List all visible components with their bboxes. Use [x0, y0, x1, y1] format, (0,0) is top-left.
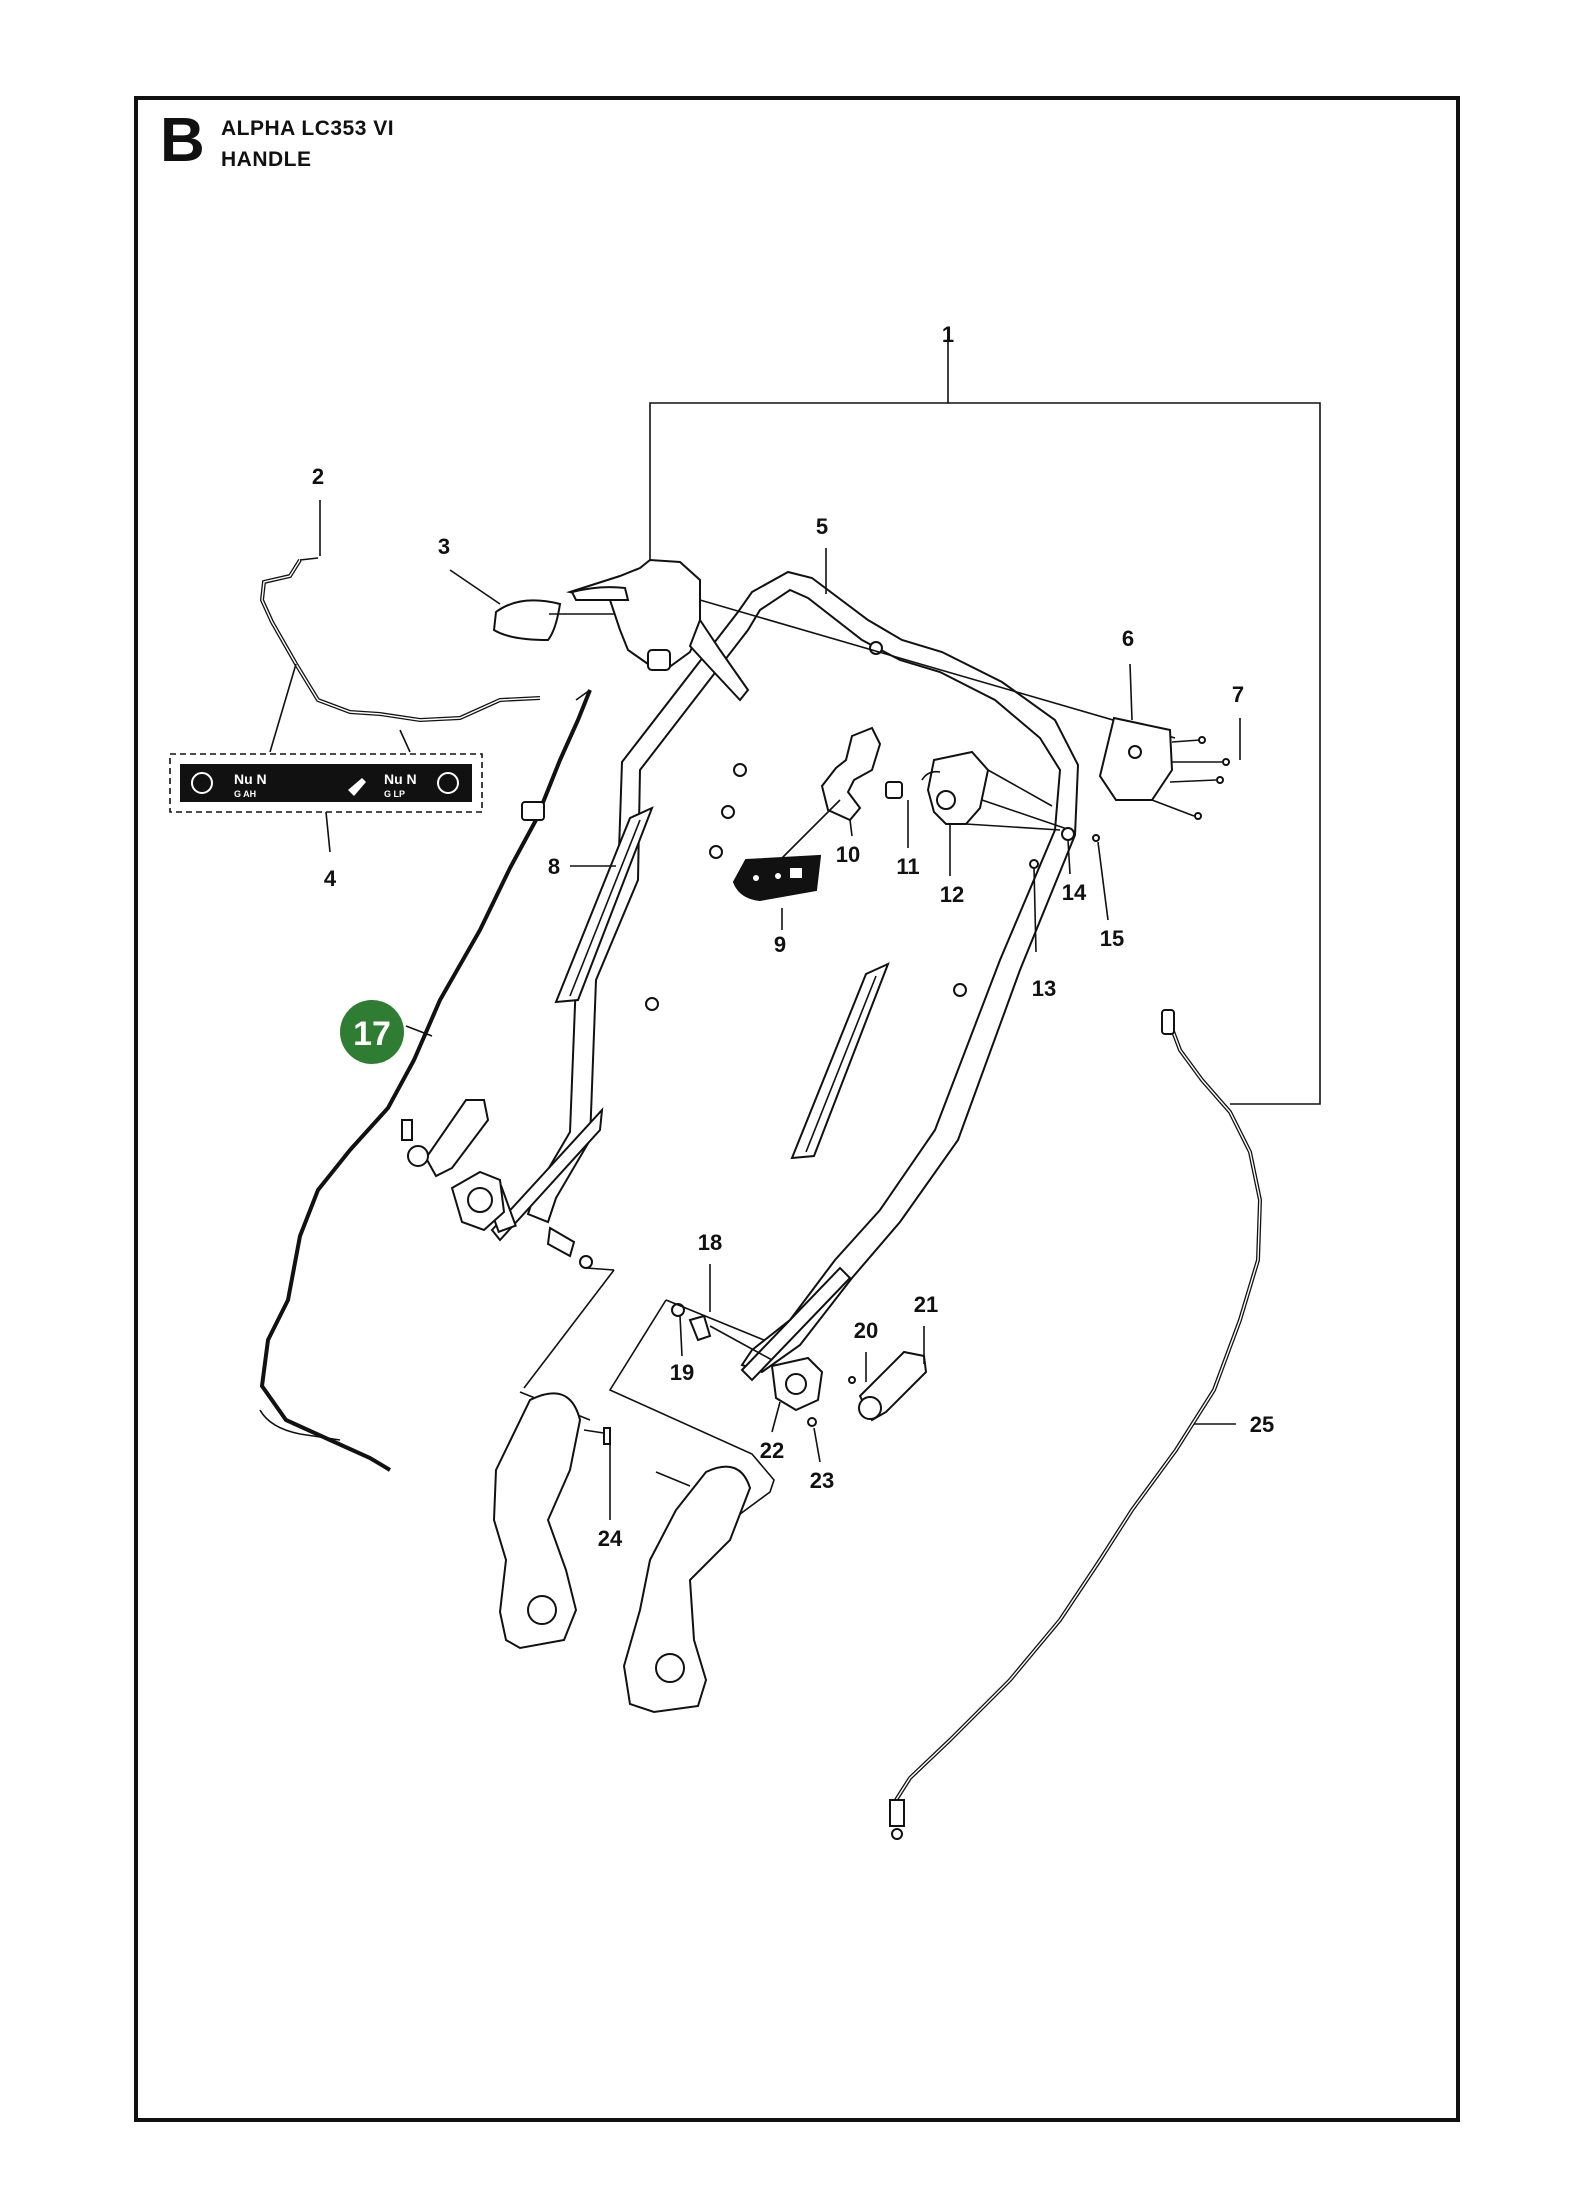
callout-19: 19: [670, 1360, 694, 1385]
callout-9: 9: [774, 932, 786, 957]
callout-5: 5: [816, 514, 828, 539]
callout-18: 18: [698, 1230, 722, 1255]
decal-text: Nu N G AH Nu N G LP: [234, 771, 417, 799]
part-12-bracket: [921, 750, 1077, 833]
callout-10: 10: [836, 842, 860, 867]
callout-labels: 1 2 3 4 5 6 7 8 9 10 11 12 13 14 15 18 1…: [312, 322, 1274, 1551]
model-name: ALPHA LC353 VI: [221, 117, 395, 140]
callout-23: 23: [810, 1468, 834, 1493]
right-height-adjuster: [671, 1303, 928, 1427]
part-17-brake-cable: [259, 689, 592, 1472]
part-13-screw: [1029, 859, 1039, 953]
part-14-washer: [1061, 827, 1075, 841]
callout-14: 14: [1062, 880, 1087, 905]
decal-left-sub: G AH: [234, 789, 256, 799]
part-9-decal: [732, 799, 841, 902]
callout-17: 17: [353, 1015, 391, 1053]
part-11-nut: [885, 781, 903, 799]
callout-4: 4: [324, 866, 337, 891]
callout-8: 8: [548, 854, 560, 879]
right-hinge-bracket: [622, 1465, 752, 1714]
control-box: [566, 558, 1176, 739]
handle-tube: [526, 570, 1080, 1374]
left-height-adjuster: [401, 1099, 615, 1389]
callout-2: 2: [312, 464, 324, 489]
part-15-screw: [1092, 834, 1100, 842]
callout-22: 22: [760, 1438, 784, 1463]
drawing-frame: [134, 96, 1460, 2122]
assembly-name: HANDLE: [221, 148, 312, 171]
callout-24: 24: [598, 1526, 623, 1551]
callout-25: 25: [1250, 1412, 1274, 1437]
callout-21: 21: [914, 1292, 938, 1317]
part-8-grip-cover: [554, 806, 654, 1004]
callout-7: 7: [1232, 682, 1244, 707]
callout-13: 13: [1032, 976, 1056, 1001]
grip-cover-lower: [790, 962, 890, 1160]
left-hinge-bracket: [492, 1392, 611, 1650]
callout-17-badge[interactable]: 17: [340, 1000, 404, 1064]
leader-lines: [319, 500, 1241, 1520]
callout-12: 12: [940, 882, 964, 907]
callout-6: 6: [1122, 626, 1134, 651]
assembly-bracket-1: [649, 336, 1321, 1105]
callout-15: 15: [1100, 926, 1124, 951]
decal-right-sub: G LP: [384, 789, 405, 799]
part-10-lever: [820, 726, 882, 822]
callout-20: 20: [854, 1318, 878, 1343]
part-2-control-wire: [259, 557, 591, 723]
part-25-cable: [889, 1009, 1263, 1840]
callout-1: 1: [942, 322, 954, 347]
part-4-decal-group: [169, 663, 483, 853]
section-letter: B: [160, 106, 205, 175]
callout-11: 11: [896, 854, 919, 879]
callout-3: 3: [438, 534, 450, 559]
title-block: ALPHA LC353 VI HANDLE: [221, 113, 394, 175]
part-6-cover-plate: [1098, 716, 1230, 820]
decal-right-text: Nu N: [384, 771, 417, 787]
decal-left-text: Nu N: [234, 771, 267, 787]
